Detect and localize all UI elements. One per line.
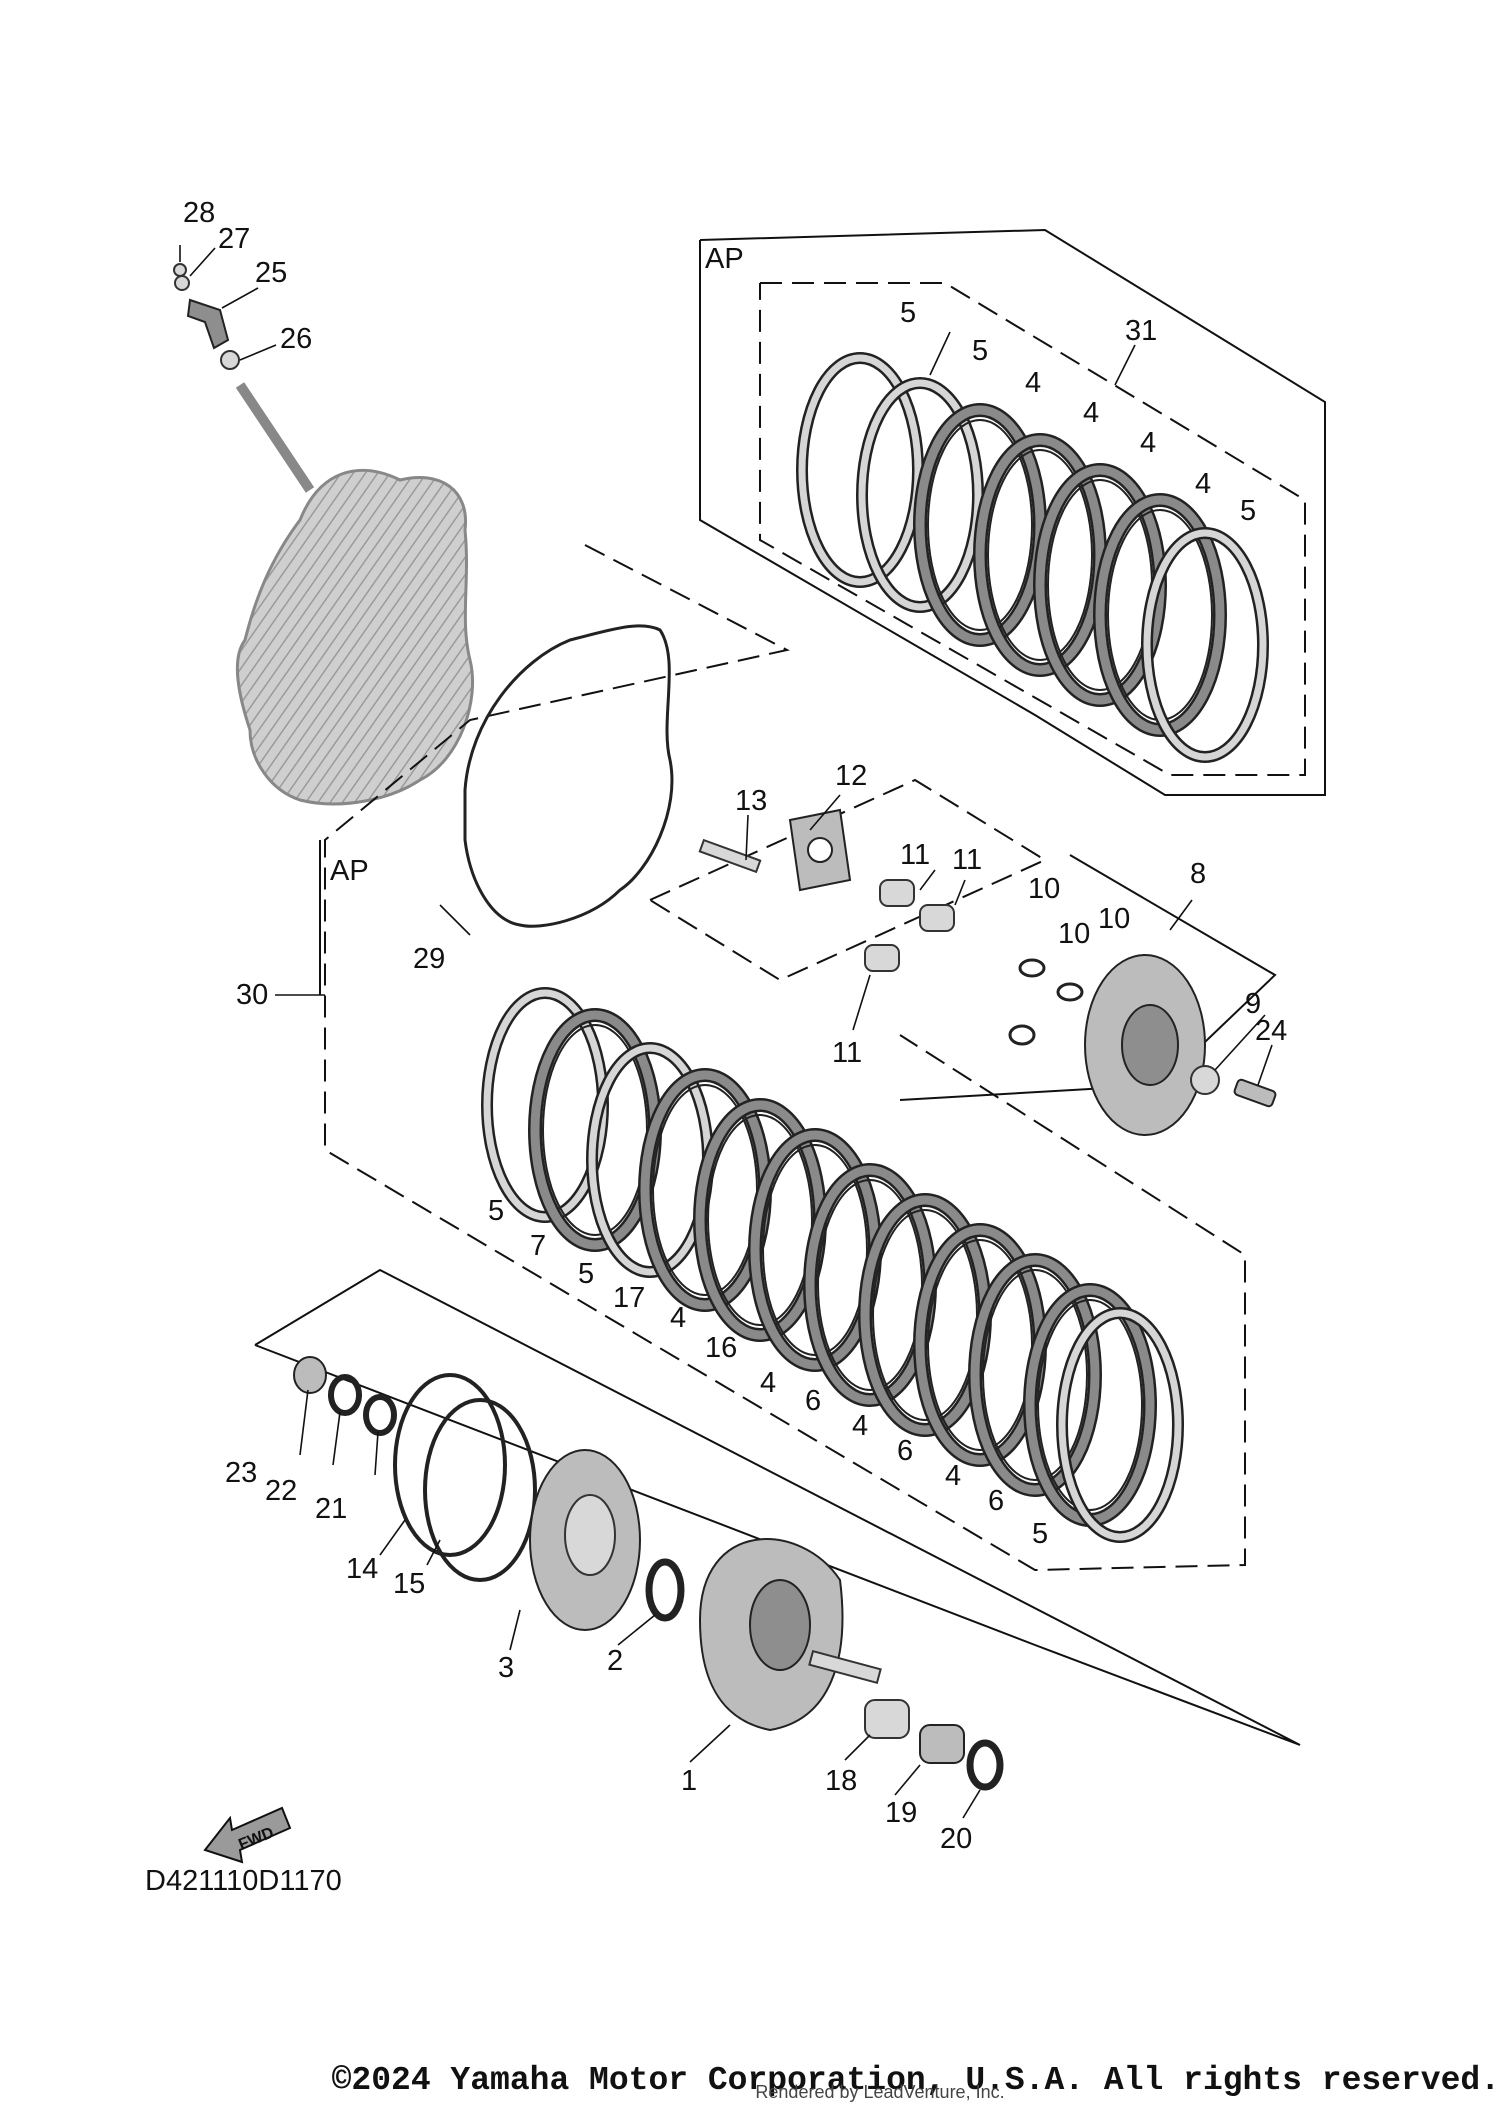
callout-2: 2 bbox=[607, 1645, 623, 1677]
ap-label-main: AP bbox=[330, 855, 369, 887]
lower-parts bbox=[293, 1356, 1004, 1791]
callout-23: 23 bbox=[225, 1457, 257, 1489]
callout-11-a: 11 bbox=[900, 839, 930, 871]
callout-4-main-c: 4 bbox=[852, 1410, 868, 1442]
leader-lines bbox=[179, 245, 1273, 1819]
callout-5-main-c: 5 bbox=[1032, 1518, 1048, 1550]
callout-4-top-c: 4 bbox=[1140, 427, 1156, 459]
callout-4-top-a: 4 bbox=[1025, 367, 1041, 399]
callout-21: 21 bbox=[315, 1493, 347, 1525]
callouts: 28 27 25 26 5 5 31 4 4 4 4 5 12 13 11 11… bbox=[145, 197, 1287, 1897]
callout-1: 1 bbox=[681, 1765, 697, 1797]
callout-22: 22 bbox=[265, 1475, 297, 1507]
callout-17: 17 bbox=[613, 1282, 645, 1314]
callout-31: 31 bbox=[1125, 315, 1157, 347]
push-lever-assembly bbox=[173, 263, 315, 493]
ap-box-top bbox=[699, 228, 1326, 796]
callout-4-top-d: 4 bbox=[1195, 468, 1211, 500]
diagram-code: D421110D1170 bbox=[145, 1865, 342, 1897]
callout-29: 29 bbox=[413, 943, 445, 975]
callout-20: 20 bbox=[940, 1823, 972, 1855]
callout-13: 13 bbox=[735, 785, 767, 817]
crankcase-cover bbox=[235, 468, 475, 806]
pressure-plate-assembly bbox=[649, 778, 1277, 1136]
callout-5-top-a: 5 bbox=[900, 297, 916, 329]
callout-4-main-b: 4 bbox=[760, 1367, 776, 1399]
ap-box-main bbox=[319, 544, 1246, 1572]
callout-4-main-d: 4 bbox=[945, 1460, 961, 1492]
callout-15: 15 bbox=[393, 1568, 425, 1600]
callout-19: 19 bbox=[885, 1797, 917, 1829]
callout-26: 26 bbox=[280, 323, 312, 355]
callout-5-main-b: 5 bbox=[578, 1258, 594, 1290]
callout-27: 27 bbox=[218, 223, 250, 255]
callout-11-c: 11 bbox=[832, 1037, 862, 1069]
callout-3: 3 bbox=[498, 1652, 514, 1684]
callout-30: 30 bbox=[236, 979, 268, 1011]
callout-11-b: 11 bbox=[952, 844, 982, 876]
callout-25: 25 bbox=[255, 257, 287, 289]
callout-10-c: 10 bbox=[1098, 903, 1130, 935]
callout-28: 28 bbox=[183, 197, 215, 229]
callout-10-a: 10 bbox=[1028, 873, 1060, 905]
callout-12: 12 bbox=[835, 760, 867, 792]
callout-14: 14 bbox=[346, 1553, 378, 1585]
copyright-notice: ©2024 Yamaha Motor Corporation, U.S.A. A… bbox=[331, 2062, 1500, 2099]
gasket bbox=[463, 624, 674, 928]
callout-18: 18 bbox=[825, 1765, 857, 1797]
callout-7: 7 bbox=[530, 1230, 546, 1262]
callout-10-b: 10 bbox=[1058, 918, 1090, 950]
callout-5-top-c: 5 bbox=[1240, 495, 1256, 527]
callout-6-a: 6 bbox=[805, 1385, 821, 1417]
callout-16: 16 bbox=[705, 1332, 737, 1364]
callout-5-main-a: 5 bbox=[488, 1195, 504, 1227]
callout-24: 24 bbox=[1255, 1015, 1287, 1047]
callout-6-b: 6 bbox=[897, 1435, 913, 1467]
callout-6-c: 6 bbox=[988, 1485, 1004, 1517]
callout-9: 9 bbox=[1245, 988, 1261, 1020]
callout-5-top-b: 5 bbox=[972, 335, 988, 367]
callout-8: 8 bbox=[1190, 858, 1206, 890]
callout-4-top-b: 4 bbox=[1083, 397, 1099, 429]
callout-4-main-a: 4 bbox=[670, 1302, 686, 1334]
fwd-arrow: FWD bbox=[203, 1806, 292, 1864]
ap-label-top: AP bbox=[705, 243, 744, 275]
rendered-by-credit: Rendered by LeadVenture, Inc. bbox=[755, 2082, 1005, 2102]
